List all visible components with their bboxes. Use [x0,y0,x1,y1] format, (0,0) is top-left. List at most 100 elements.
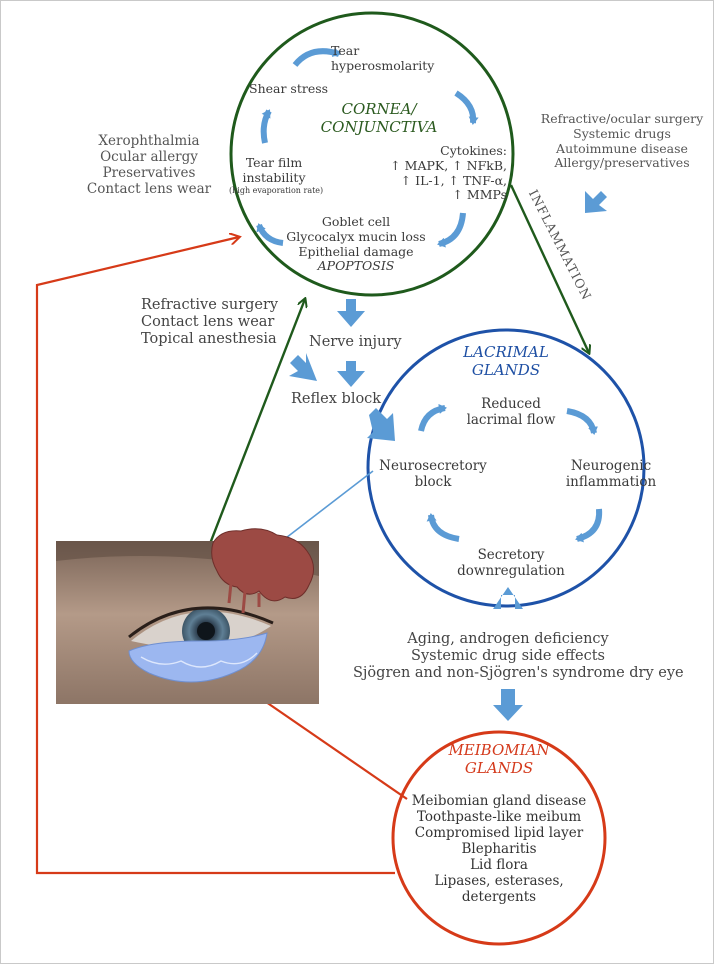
right-cause-3: Allergy/preservatives [554,155,690,171]
cyto-line-1: Cytokines: [440,143,507,158]
nerve-cause-2: Topical anesthesia [141,331,277,348]
right-cause-2: Autoimmune disease [556,140,688,156]
neurogenic-line-1: Neurogenic [570,458,652,474]
tear-line-2: hyperosmolarity [331,57,435,73]
secretory-line-2: downregulation [457,562,565,579]
meibomian-lid-overlay [128,632,268,683]
shear-stress-label: Shear stress [249,81,329,96]
cycle-arrow-reduced-to-neurogenic [566,408,598,435]
aging-cause-2: Sjögren and non-Sjögren's syndrome dry e… [353,665,684,682]
meibomian-item-5: Lipases, esterases, [434,872,564,889]
film-line-2: instability [242,169,306,185]
meibomian-item-2: Compromised lipid layer [414,824,584,841]
cycle-arrow-goblet-to-film [256,223,284,246]
meibomian-lid-texture [140,652,258,668]
cyto-line-2: ↑ MAPK, ↑ NFkB, [390,157,507,173]
cyto-line-3: ↑ IL-1, ↑ TNF-α, [400,172,507,188]
lacrimal-title: LACRIMAL GLANDS [446,343,566,379]
tear-hyperosmolarity-label: Tear hyperosmolarity [331,43,471,74]
cornea-to-nerve-arrow [337,299,365,327]
left-cause-1: Ocular allergy [100,148,198,165]
cyto-line-4: ↑ MMPs [452,187,507,203]
aging-causes-list: Aging, androgen deficiency Systemic drug… [353,631,684,682]
cycle-arrow-cytokines-to-goblet [437,212,466,248]
tear-film-label: Tear film instability (high evaporation … [229,155,324,195]
lacrimal-title-2: GLANDS [471,360,541,379]
neurosecretory-label: Neurosecretory block [369,458,497,491]
cornea-title-2: CONJUNCTIVA [320,117,438,136]
meibomian-items-list: Meibomian gland disease Toothpaste-like … [409,793,589,905]
tear-line-1: Tear [331,43,360,58]
meibomian-to-cornea-line [35,237,395,875]
nerve-injury-label: Nerve injury [309,334,402,350]
cornea-title-1: CORNEA/ [341,100,417,118]
block-arrows [289,191,607,721]
left-causes-list: Xerophthalmia Ocular allergy Preservativ… [79,133,219,198]
cornea-title: CORNEA/ CONJUNCTIVA [319,100,439,136]
reduced-line-2: lacrimal flow [466,411,556,428]
left-cause-3: Contact lens wear [86,180,212,197]
lash-line [128,606,274,639]
reduced-flow-label: Reduced lacrimal flow [441,396,581,429]
goblet-line-2: Glycocalyx mucin loss [286,228,426,244]
reduced-line-1: Reduced [481,396,541,412]
aging-to-lacrimal-arrow [493,587,523,609]
film-line-3: (high evaporation rate) [229,185,324,195]
neurogenic-line-2: inflammation [565,473,657,490]
secretory-line-1: Secretory [477,547,545,563]
meibomian-title: MEIBOMIAN GLANDS [439,741,559,777]
cycle-arrow-neurogenic-to-secretory [575,508,603,543]
aging-cause-1: Systemic drug side effects [411,648,605,665]
goblet-line-1: Goblet cell [321,214,391,229]
right-cause-0: Refractive/ocular surgery [540,111,704,126]
lacrimal-duct-2 [241,590,247,614]
lacrimal-cycle-arrows [418,403,603,543]
meibomian-circle [391,730,607,946]
cornea-circle [229,11,515,297]
reflex-block-label: Reflex block [291,391,382,407]
lacrimal-title-1: LACRIMAL [463,343,549,361]
lacrimal-duct-1 [227,582,233,604]
reflex-to-lacrimal-arrow [367,408,395,441]
inflammation-line [509,184,589,353]
aging-to-meibomian-arrow [493,689,523,721]
right-causes-list: Refractive/ocular surgery Systemic drugs… [533,111,711,171]
nerve-cause-0: Refractive surgery [141,297,279,313]
meibomian-title-2: GLANDS [464,758,534,777]
secretory-label: Secretory downregulation [441,547,581,580]
cycle-arrow-neuro-to-reduced [418,403,447,432]
right-causes-arrow [585,191,607,213]
left-cause-2: Preservatives [102,164,196,181]
meibomian-item-3: Blepharitis [461,840,537,857]
left-cause-0: Xerophthalmia [98,133,200,149]
right-cause-1: Systemic drugs [573,125,671,141]
meibomian-item-4: Lid flora [470,856,528,873]
goblet-cell-label: Goblet cell Glycocalyx mucin loss Epithe… [281,214,431,274]
film-line-1: Tear film [245,155,303,170]
neurogenic-label: Neurogenic inflammation [551,458,671,491]
cycle-arrow-shear-to-tear [292,47,341,67]
pupil [197,622,215,640]
meibomian-item-6: detergents [461,888,537,905]
nerve-cause-1: Contact lens wear [141,314,275,331]
lacrimal-gland-shape [211,528,314,602]
meibomian-item-1: Toothpaste-like meibum [416,808,582,825]
nerve-to-reflex-arrow [337,361,365,387]
cycle-arrow-secretory-to-neuro [426,513,460,542]
cycle-arrow-tear-to-cytokines [454,90,479,125]
meibomian-title-1: MEIBOMIAN [448,741,550,759]
neurosec-line-2: block [414,473,452,490]
cycle-arrow-film-to-shear [260,109,272,144]
goblet-line-3: Epithelial damage [298,243,414,259]
neurosec-line-1: Neurosecretory [379,458,487,474]
lacrimal-circle [366,328,646,608]
aging-cause-0: Aging, androgen deficiency [407,631,609,647]
nerve-causes-arrow [289,353,317,381]
goblet-line-4: APOPTOSIS [317,258,395,274]
cornea-cycle-arrows [256,47,479,248]
eye-photo [56,528,319,704]
meibomian-item-0: Meibomian gland disease [411,793,587,809]
nerve-causes-list: Refractive surgery Contact lens wear Top… [141,297,279,348]
